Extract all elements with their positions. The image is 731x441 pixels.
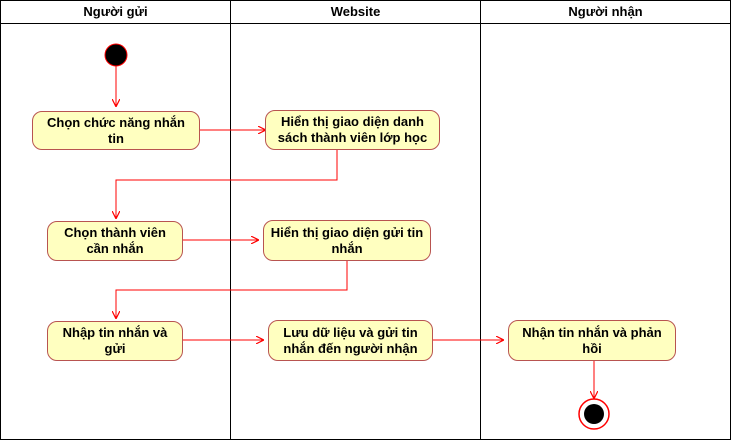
initial-node bbox=[104, 43, 128, 67]
activity-choose-messaging: Chọn chức năng nhắn tin bbox=[32, 111, 200, 150]
lane-header-sender: Người gửi bbox=[83, 4, 148, 19]
flow-show-member-list-to-choose-member bbox=[116, 150, 338, 218]
lane-header-receiver: Người nhận bbox=[568, 4, 643, 19]
activity-receive-and-reply: Nhận tin nhắn và phản hồi bbox=[508, 320, 676, 361]
activity-show-message-ui: Hiển thị giao diện gửi tin nhắn bbox=[263, 220, 431, 261]
lane-header-website: Website bbox=[330, 4, 381, 19]
final-node-core bbox=[584, 404, 604, 424]
activity-choose-member: Chọn thành viên cần nhắn bbox=[47, 221, 183, 261]
activity-show-member-list: Hiển thị giao diện danh sách thành viên … bbox=[265, 110, 440, 150]
activity-save-and-send: Lưu dữ liệu và gửi tin nhắn đến người nh… bbox=[268, 320, 433, 361]
flow-show-message-ui-to-enter-message bbox=[116, 261, 348, 318]
activity-enter-message: Nhập tin nhắn và gửi bbox=[47, 321, 183, 361]
